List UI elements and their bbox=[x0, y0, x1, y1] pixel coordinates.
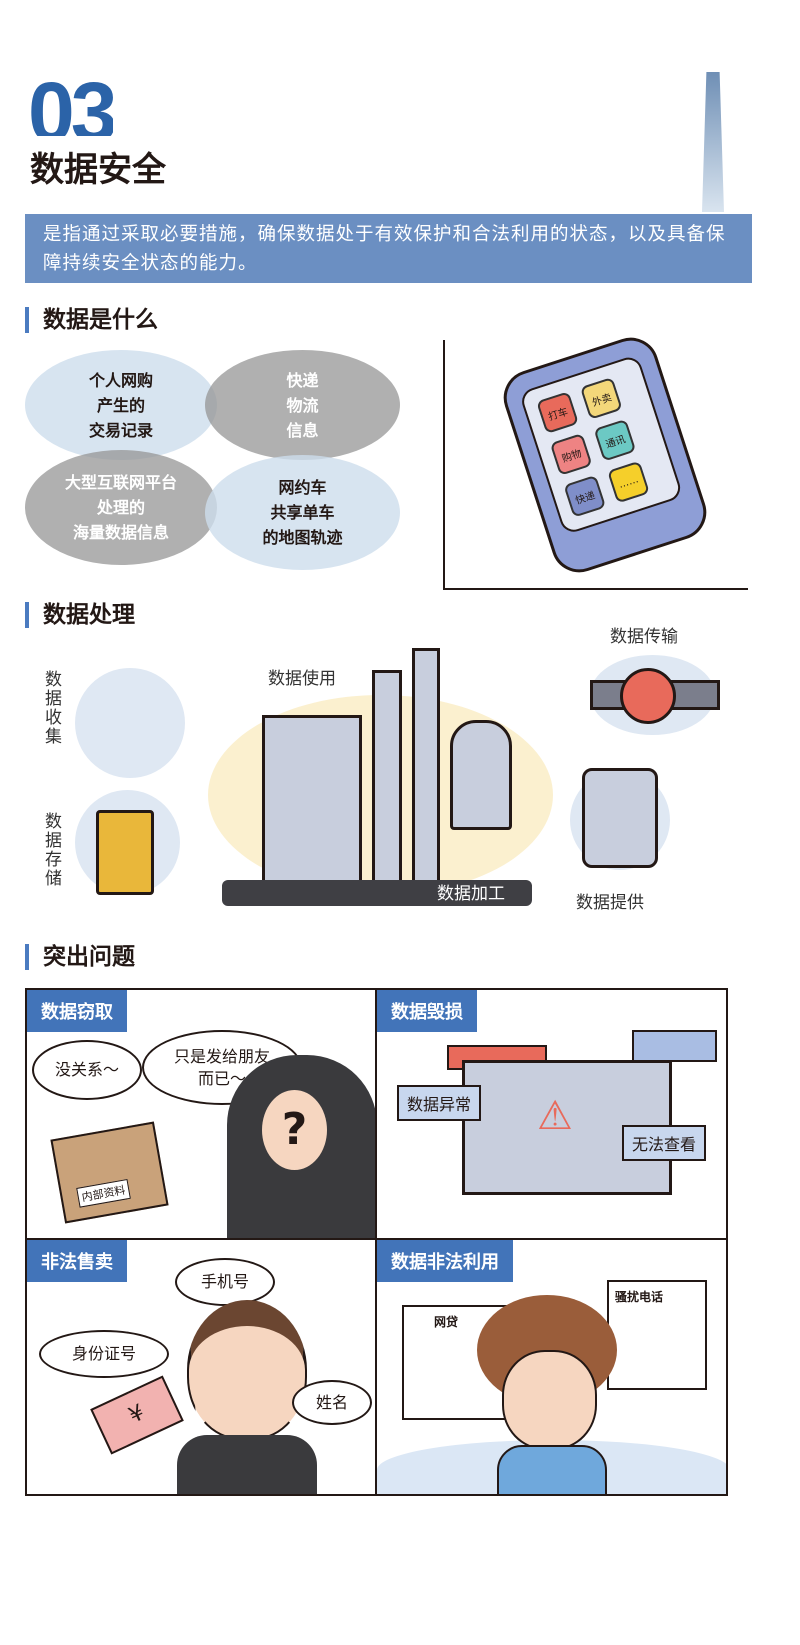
panel-abuse: 数据非法利用 网贷 骚扰电话 bbox=[375, 1238, 728, 1496]
heading-what: 数据是什么 bbox=[25, 307, 158, 333]
label-unviewable: 无法查看 bbox=[622, 1125, 707, 1161]
phone-illustration: 打车 外卖 购物 通讯 快递 …… bbox=[443, 330, 748, 590]
chimney bbox=[412, 648, 440, 885]
label-abnormal: 数据异常 bbox=[397, 1085, 482, 1121]
label-collect: 数据收集 bbox=[41, 670, 61, 746]
person-body bbox=[177, 1435, 317, 1494]
valve-wheel bbox=[620, 668, 676, 724]
warning-icon: ⚠ bbox=[537, 1093, 573, 1139]
person-face bbox=[187, 1300, 307, 1440]
info-ellipse: 网约车 共享单车 的地图轨迹 bbox=[205, 455, 400, 570]
speech-bubble: 手机号 bbox=[175, 1258, 275, 1306]
app-icon: 外卖 bbox=[579, 376, 623, 420]
question-mark-face: ? bbox=[262, 1090, 327, 1170]
app-icon: 购物 bbox=[549, 433, 593, 476]
money-bill: ¥ bbox=[90, 1375, 184, 1455]
info-ellipse: 个人网购 产生的 交易记录 bbox=[25, 350, 217, 460]
tank bbox=[450, 720, 512, 830]
app-icon: 打车 bbox=[536, 391, 579, 435]
label-processing: 数据加工 bbox=[437, 884, 505, 904]
fuel-pump bbox=[582, 768, 658, 868]
heading-process: 数据处理 bbox=[25, 602, 135, 628]
box-label: 内部资料 bbox=[76, 1178, 131, 1208]
tag-sale: 非法售卖 bbox=[27, 1240, 127, 1282]
heading-issues: 突出问题 bbox=[25, 944, 135, 970]
error-window bbox=[632, 1030, 717, 1062]
panel-theft: 数据窃取 没关系～ 只是发给朋友 而已～ ? 内部资料 bbox=[25, 988, 377, 1240]
app-icon: 通讯 bbox=[593, 418, 637, 462]
chimney bbox=[372, 670, 402, 885]
app-icon: …… bbox=[607, 460, 650, 504]
definition-band: 是指通过采取必要措施，确保数据处于有效保护和合法利用的状态，以及具备保障持续安全… bbox=[25, 214, 752, 283]
label-use: 数据使用 bbox=[268, 669, 336, 689]
factory-base bbox=[222, 880, 532, 906]
factory-building bbox=[262, 715, 362, 885]
oil-barrel bbox=[96, 810, 154, 895]
document-harass-call: 骚扰电话 bbox=[607, 1280, 707, 1390]
tower-decoration bbox=[702, 72, 724, 212]
label-provide: 数据提供 bbox=[576, 893, 644, 913]
person-body bbox=[497, 1445, 607, 1494]
page-title: 数据安全 bbox=[30, 150, 166, 190]
label-store: 数据存储 bbox=[41, 812, 61, 888]
label-transfer: 数据传输 bbox=[610, 627, 678, 647]
tag-abuse: 数据非法利用 bbox=[377, 1240, 513, 1282]
person-face bbox=[502, 1350, 597, 1450]
panel-damage: 数据毁损 ⚠ 数据异常 无法查看 bbox=[375, 988, 728, 1240]
speech-bubble: 没关系～ bbox=[32, 1040, 142, 1100]
info-ellipse: 快递 物流 信息 bbox=[205, 350, 400, 460]
app-icon: 快递 bbox=[563, 474, 607, 518]
section-number: 03 bbox=[28, 65, 114, 136]
info-ellipse: 大型互联网平台 处理的 海量数据信息 bbox=[25, 450, 217, 565]
tag-theft: 数据窃取 bbox=[27, 990, 127, 1032]
collect-circle bbox=[75, 668, 185, 778]
speech-bubble: 身份证号 bbox=[39, 1330, 169, 1378]
speech-bubble: 姓名 bbox=[292, 1380, 372, 1425]
panel-sale: 非法售卖 手机号 身份证号 姓名 ¥ bbox=[25, 1238, 377, 1496]
data-box: 内部资料 bbox=[50, 1121, 169, 1224]
tag-damage: 数据毁损 bbox=[377, 990, 477, 1032]
phone: 打车 外卖 购物 通讯 快递 …… bbox=[496, 330, 714, 580]
